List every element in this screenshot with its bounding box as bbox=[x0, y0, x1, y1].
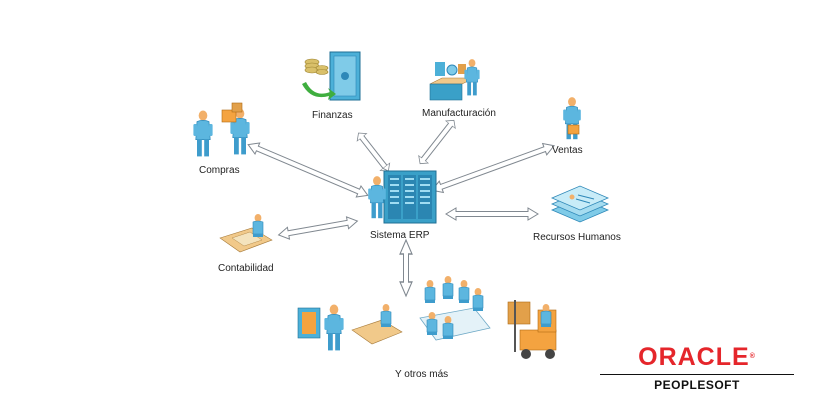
oracle-text: ORACLE bbox=[638, 343, 750, 371]
arrow-hub-otros bbox=[399, 238, 413, 298]
purchasing-icon bbox=[192, 102, 251, 157]
label-rrhh: Recursos Humanos bbox=[533, 232, 621, 243]
server-rack-icon bbox=[367, 170, 437, 224]
arrow-hub-manufactura bbox=[418, 119, 456, 165]
more-modules-icon bbox=[297, 275, 557, 359]
brand-divider bbox=[600, 374, 794, 375]
peoplesoft-text: PEOPLESOFT bbox=[654, 378, 740, 392]
label-finanzas: Finanzas bbox=[312, 110, 353, 121]
finance-safe-icon bbox=[302, 51, 361, 101]
registered-mark: ® bbox=[749, 353, 756, 360]
label-ventas: Ventas bbox=[552, 145, 583, 156]
arrow-hub-contabilidad bbox=[277, 216, 359, 240]
arrow-hub-ventas bbox=[431, 142, 555, 194]
label-manufactura: Manufacturación bbox=[422, 108, 496, 119]
arrow-hub-finanzas bbox=[356, 132, 391, 172]
manufacturing-icon bbox=[429, 58, 481, 101]
arrow-hub-rrhh bbox=[445, 207, 539, 221]
label-compras: Compras bbox=[199, 165, 240, 176]
accounting-desk-icon bbox=[219, 213, 273, 253]
oracle-wordmark: ORACLE® bbox=[600, 344, 794, 370]
salesperson-icon bbox=[562, 96, 582, 140]
label-otros: Y otros más bbox=[395, 369, 449, 380]
brand-logo: ORACLE® PEOPLESOFT bbox=[600, 344, 794, 392]
label-contabilidad: Contabilidad bbox=[218, 263, 274, 274]
arrow-hub-compras bbox=[247, 142, 369, 198]
connector-arrows bbox=[247, 119, 555, 298]
label-sistema-erp: Sistema ERP bbox=[370, 230, 430, 241]
hr-documents-icon bbox=[550, 185, 610, 223]
